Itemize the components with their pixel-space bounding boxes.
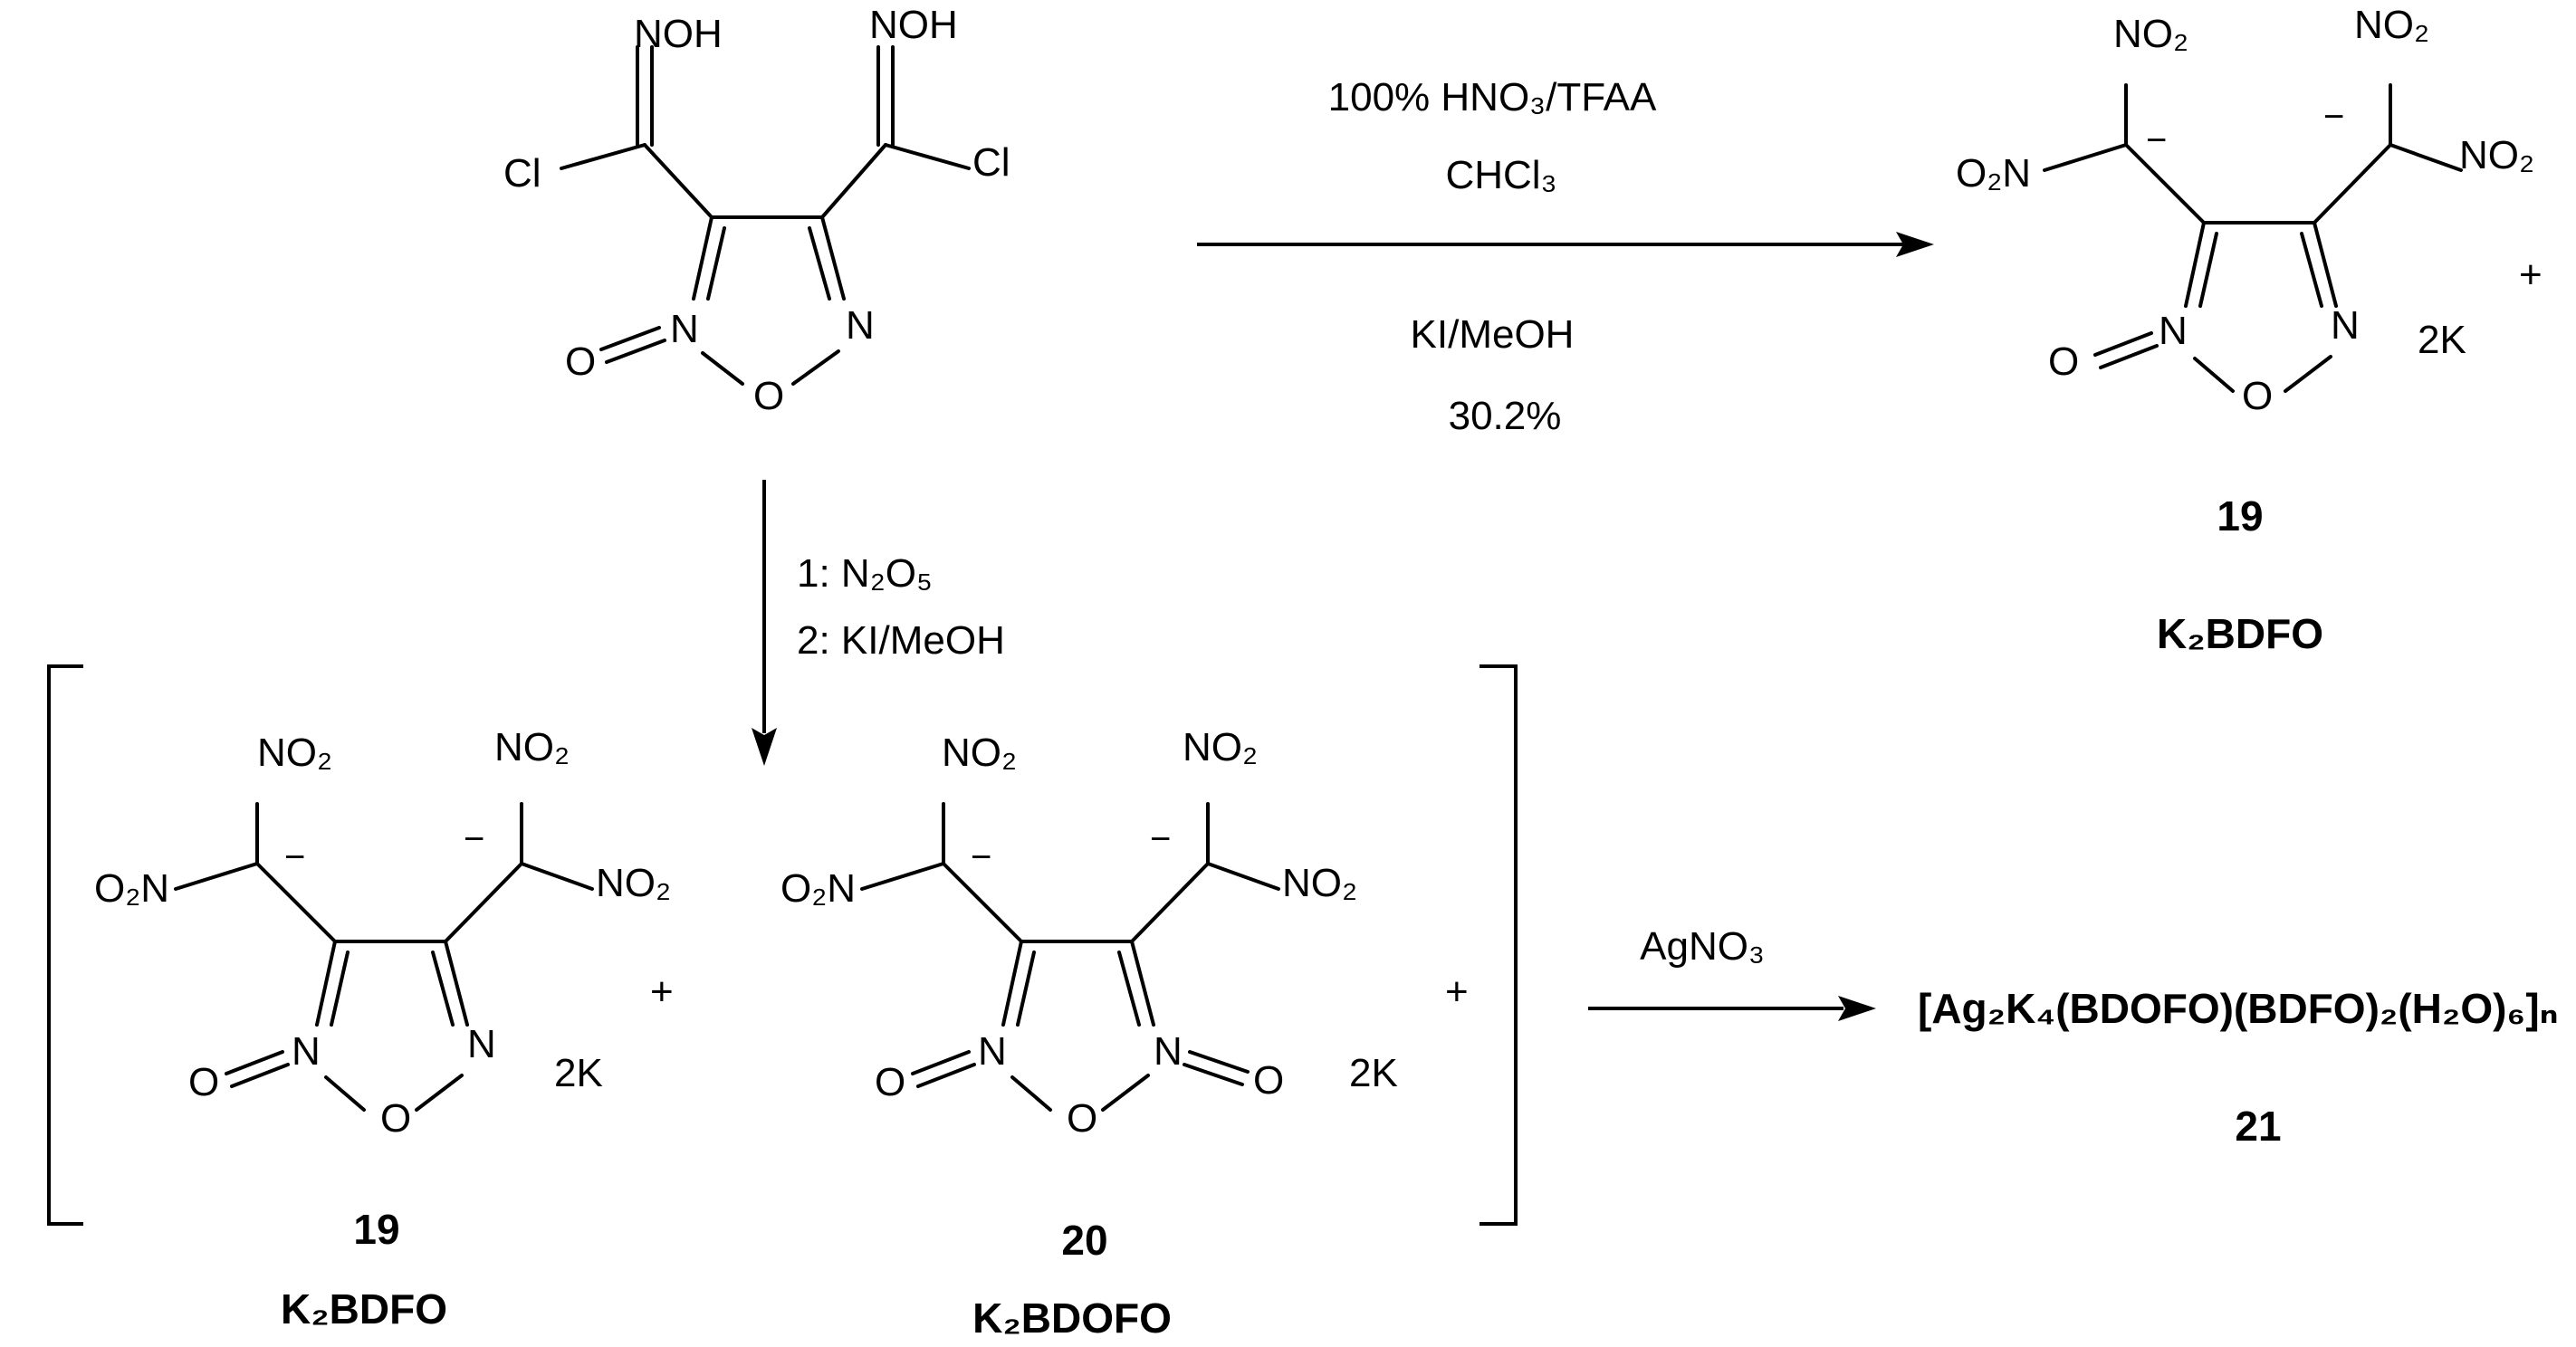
compound-21-formula: [Ag₂K₄(BDOFO)(BDFO)₂(H₂O)₆]ₙ bbox=[1918, 985, 2559, 1032]
agno3-reaction-arrow bbox=[1588, 996, 1876, 1021]
starting-material bbox=[560, 45, 971, 386]
potassium-counterion: 2K bbox=[2418, 318, 2466, 362]
o2n-label: O₂N bbox=[94, 866, 169, 911]
reagent-agno3: AgNO₃ bbox=[1640, 924, 1765, 969]
compound-20-name: K₂BDOFO bbox=[972, 1294, 1172, 1342]
carbanion-charge: − bbox=[2146, 120, 2167, 160]
ring-o-label: O bbox=[753, 374, 784, 418]
n-oxide-n-label: N bbox=[978, 1029, 1007, 1074]
n-oxide-n-label: N bbox=[670, 307, 699, 351]
mixture-bracket-right bbox=[1480, 664, 1518, 1226]
oxide-o-label: O bbox=[1253, 1058, 1284, 1103]
compound-19-number: 19 bbox=[2217, 492, 2263, 540]
carbanion-charge: − bbox=[464, 819, 484, 859]
ring-o-label: O bbox=[2242, 374, 2273, 418]
oxide-o-label: O bbox=[565, 339, 596, 384]
charge-plus: + bbox=[650, 970, 674, 1014]
no2-label: NO₂ bbox=[596, 861, 671, 905]
potassium-counterion: 2K bbox=[554, 1051, 603, 1095]
ring-n-label: N bbox=[2331, 303, 2360, 348]
carbanion-charge: − bbox=[971, 837, 991, 877]
no2-label: NO₂ bbox=[2354, 3, 2429, 47]
no2-label: NO₂ bbox=[2113, 12, 2188, 56]
compound-19-bracket-name: K₂BDFO bbox=[281, 1285, 447, 1333]
reagent-hno3-tfaa: 100% HNO₃/TFAA bbox=[1328, 75, 1657, 119]
compound-19-top-structure bbox=[2043, 83, 2463, 393]
down-reaction-arrow bbox=[752, 480, 777, 766]
compound-19-name: K₂BDFO bbox=[2157, 610, 2323, 657]
n-oxide-n-label: N bbox=[292, 1029, 321, 1074]
potassium-counterion: 2K bbox=[1349, 1051, 1398, 1095]
no2-label: NO₂ bbox=[2459, 133, 2534, 177]
carbanion-charge: − bbox=[2323, 97, 2344, 137]
compound-19-bracket-structure bbox=[174, 802, 594, 1112]
compound-19-bracket-number: 19 bbox=[353, 1206, 399, 1253]
oxide-o-label: O bbox=[2048, 339, 2079, 384]
charge-plus: + bbox=[1445, 970, 1469, 1014]
no2-label: NO₂ bbox=[1183, 725, 1258, 769]
reagent-ki-meoh: KI/MeOH bbox=[1411, 312, 1575, 357]
reagent-ki-meoh-step2: 2: KI/MeOH bbox=[797, 618, 1005, 663]
no2-label: NO₂ bbox=[1282, 861, 1357, 905]
o2n-label: O₂N bbox=[780, 866, 856, 911]
reagent-n2o5: 1: N₂O₅ bbox=[797, 551, 933, 596]
oxide-o-label: O bbox=[875, 1060, 905, 1104]
top-reaction-arrow bbox=[1197, 232, 1934, 257]
no2-label: NO₂ bbox=[942, 731, 1017, 775]
noh-label-left: NOH bbox=[634, 12, 723, 56]
n-oxide-n-label: N bbox=[1154, 1029, 1183, 1074]
charge-plus: + bbox=[2519, 253, 2542, 297]
noh-label-right: NOH bbox=[869, 3, 958, 47]
o2n-label: O₂N bbox=[1956, 151, 2031, 196]
n-oxide-n-label: N bbox=[2159, 309, 2188, 353]
carbanion-charge: − bbox=[284, 837, 305, 877]
cl-label-right: Cl bbox=[972, 140, 1010, 185]
reagent-chcl3: CHCl₃ bbox=[1445, 153, 1556, 197]
compound-20-number: 20 bbox=[1061, 1217, 1107, 1264]
reaction-yield: 30.2% bbox=[1449, 394, 1562, 438]
no2-label: NO₂ bbox=[257, 731, 332, 775]
ring-o-label: O bbox=[380, 1096, 411, 1141]
carbanion-charge: − bbox=[1150, 819, 1171, 859]
ring-n-label: N bbox=[467, 1022, 496, 1066]
oxide-o-label: O bbox=[188, 1060, 219, 1104]
mixture-bracket-left bbox=[47, 664, 83, 1226]
ring-o-label: O bbox=[1067, 1096, 1097, 1141]
compound-20-structure bbox=[860, 802, 1280, 1112]
compound-21-number: 21 bbox=[2235, 1103, 2281, 1150]
cl-label-left: Cl bbox=[503, 151, 541, 196]
no2-label: NO₂ bbox=[494, 725, 570, 769]
ring-n-label: N bbox=[846, 303, 875, 348]
